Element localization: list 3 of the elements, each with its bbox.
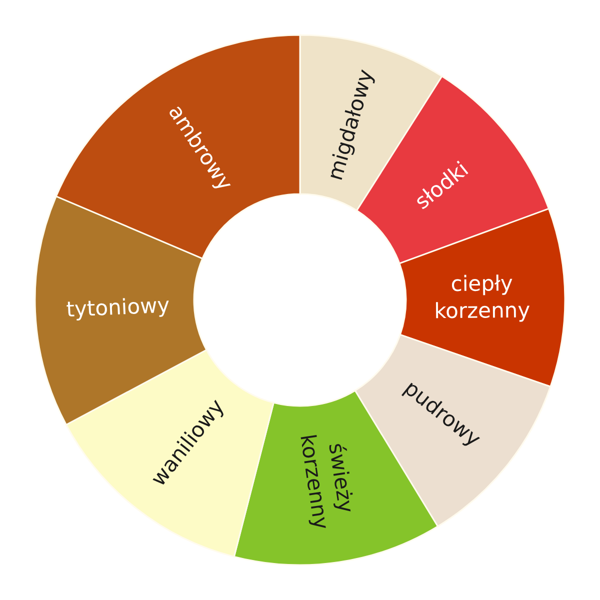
slice-label: świeży korzenny: [294, 432, 359, 534]
slice-label: tytoniowy: [65, 292, 172, 324]
slice-label: ciepły korzenny: [433, 270, 532, 326]
